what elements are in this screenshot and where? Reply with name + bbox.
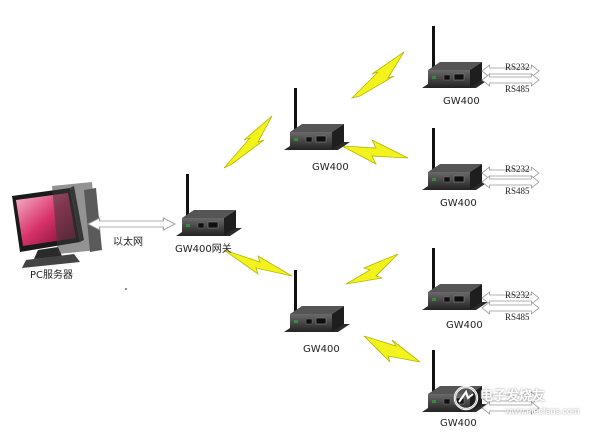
ethernet-label: 以太网	[113, 237, 143, 248]
router-top-right-icon	[421, 25, 489, 89]
serial-arrows	[481, 64, 540, 415]
router-third-right-icon	[421, 247, 489, 311]
rs232-label-3: RS232	[505, 290, 530, 300]
wireless-links	[223, 51, 421, 363]
rs232-label-2: RS232	[505, 164, 530, 174]
node-label-bottom-right: GW400	[440, 418, 477, 429]
pc-server-icon	[12, 182, 102, 268]
rs232-label-1: RS232	[505, 62, 530, 72]
gateway-label: GW400网关	[175, 244, 232, 255]
node-label-lower-mid: GW400	[303, 344, 340, 355]
watermark-logo-icon	[453, 385, 479, 411]
node-label-top-right: GW400	[443, 96, 480, 107]
router-upper-mid-icon	[283, 87, 351, 151]
watermark-url: www.elecfans.com	[505, 406, 580, 416]
rs485-label-3: RS485	[505, 312, 530, 322]
node-label-second-right: GW400	[440, 198, 477, 209]
gateway-device-icon	[175, 173, 243, 237]
ethernet-link-arrow	[87, 217, 176, 231]
watermark-text: 电子发烧友	[480, 389, 546, 404]
node-label-upper-mid: GW400	[312, 162, 349, 173]
pc-server-label: PC服务器	[30, 270, 74, 281]
router-second-right-icon	[421, 127, 489, 191]
node-label-third-right: GW400	[446, 320, 483, 331]
rs485-label-1: RS485	[505, 84, 530, 94]
router-lower-mid-icon	[283, 269, 351, 333]
rs485-label-2: RS485	[505, 186, 530, 196]
